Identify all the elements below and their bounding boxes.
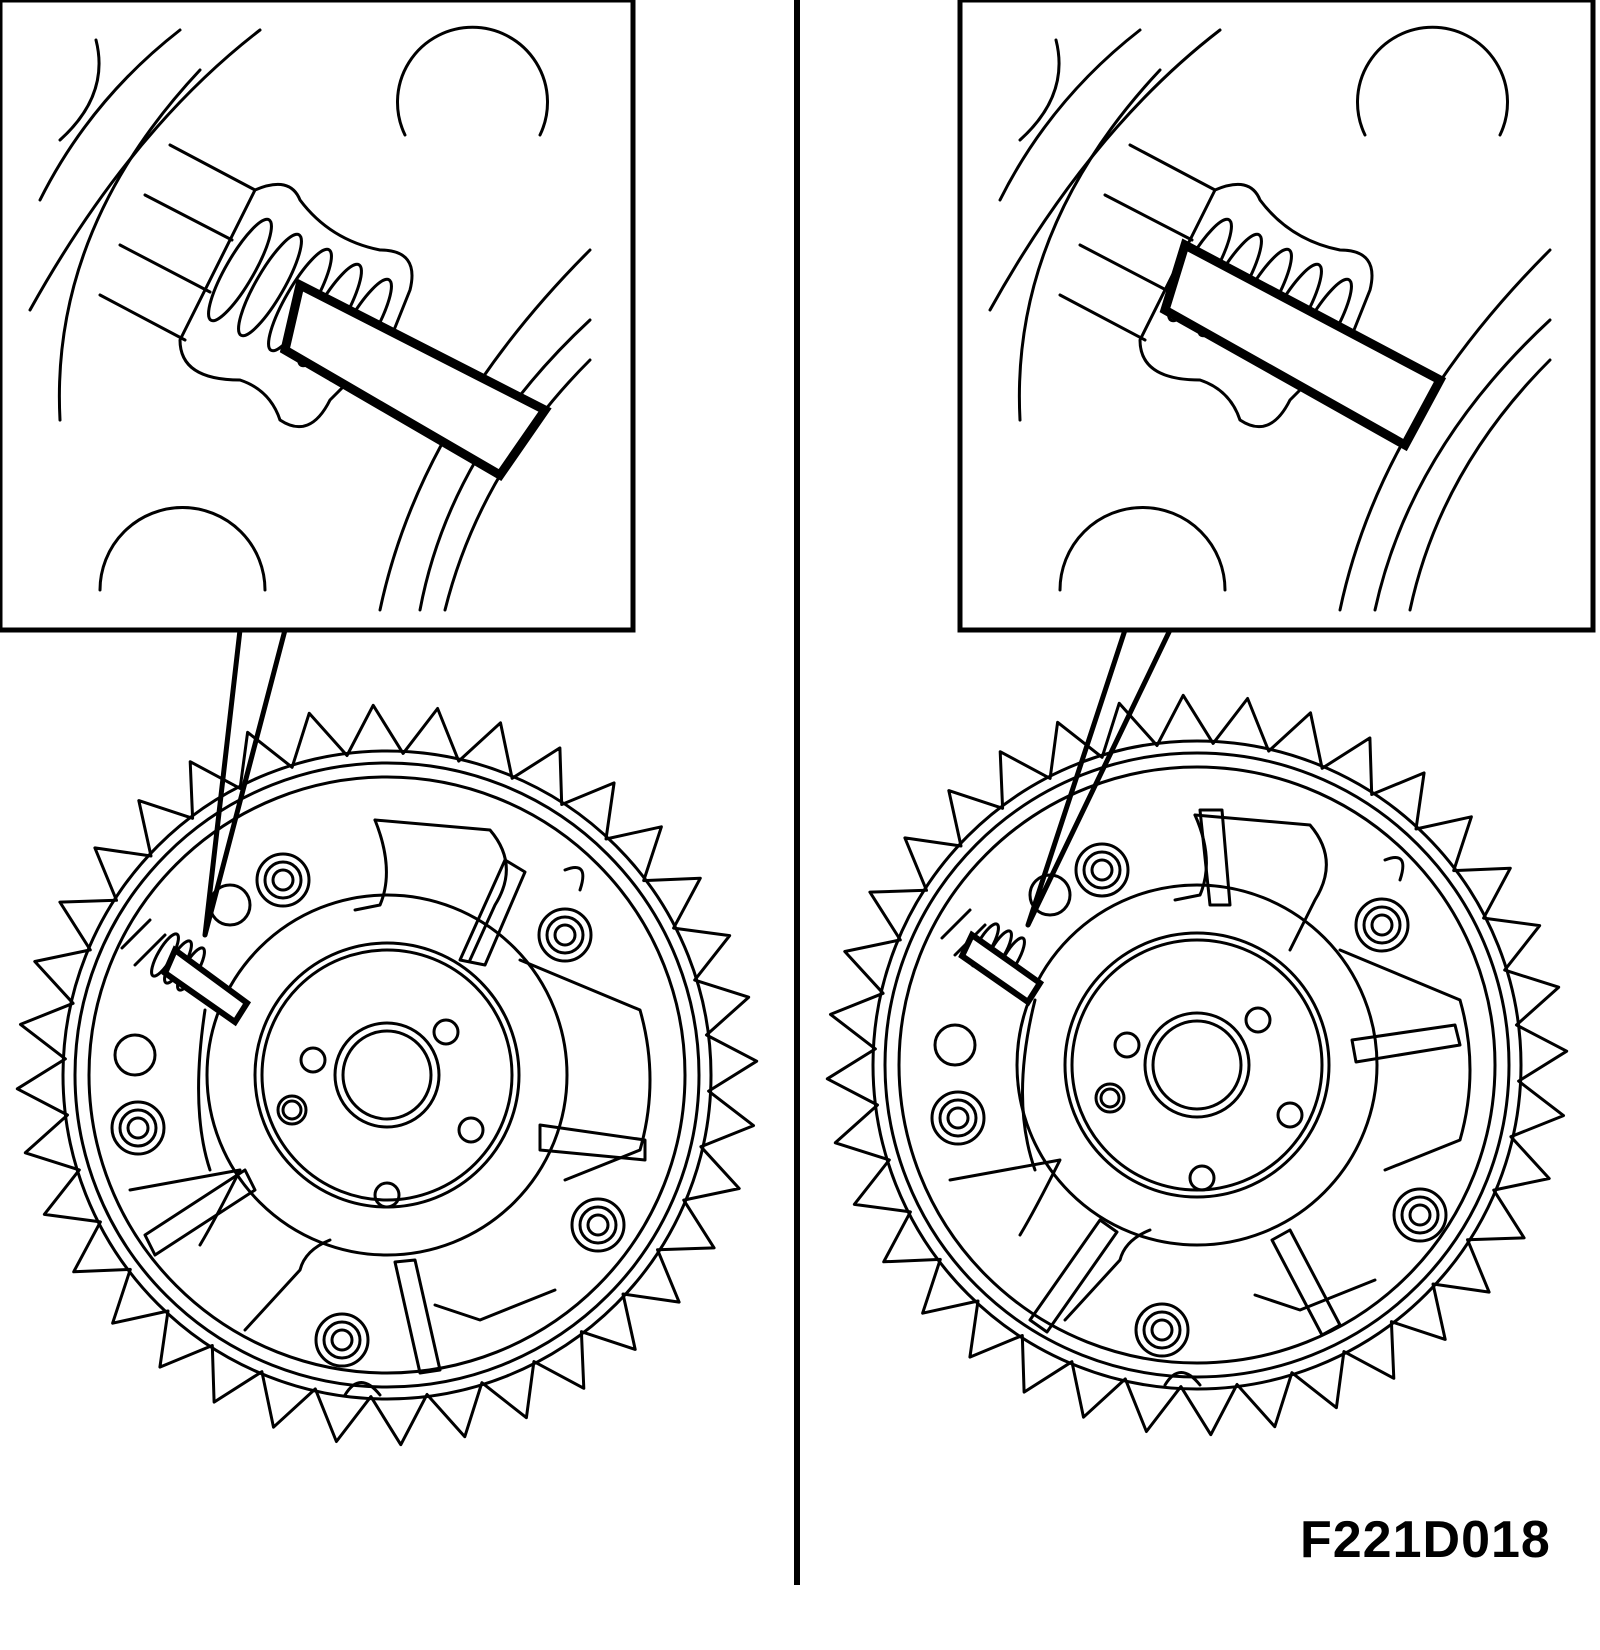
left-panel bbox=[0, 0, 759, 1447]
left-hub bbox=[253, 941, 521, 1209]
right-sprocket-teeth bbox=[825, 693, 1569, 1437]
right-zoom-hole-bottom bbox=[1058, 506, 1227, 592]
right-sprocket bbox=[825, 693, 1569, 1437]
right-zoom-detail bbox=[988, 25, 1552, 612]
right-small-pin bbox=[958, 930, 1045, 1007]
left-zoom-detail bbox=[28, 25, 592, 612]
left-zoom-hole-top bbox=[396, 25, 549, 137]
right-zoom-hole-top bbox=[1356, 25, 1509, 137]
left-locking-pin bbox=[279, 278, 552, 481]
left-center-bore bbox=[333, 1021, 441, 1129]
left-sprocket bbox=[15, 703, 759, 1447]
right-hub bbox=[1063, 931, 1331, 1199]
figure-code-label: F221D018 bbox=[1300, 1511, 1551, 1569]
right-locking-pin bbox=[1159, 238, 1447, 452]
left-zoom-hole-bottom bbox=[98, 506, 267, 592]
right-panel bbox=[825, 0, 1596, 1437]
left-sprocket-teeth bbox=[15, 703, 759, 1447]
left-small-pin bbox=[161, 945, 252, 1027]
right-center-bore bbox=[1143, 1011, 1251, 1119]
